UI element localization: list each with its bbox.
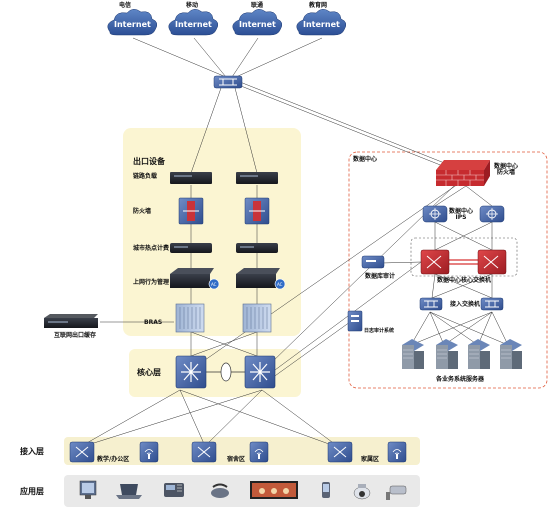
internet-cloud-edu <box>296 9 347 36</box>
isp-edu-label: 教育网 <box>309 2 328 9</box>
zone-teaching-label: 教学/办公区 <box>97 456 130 463</box>
access-switch-dorm-icon <box>191 441 217 463</box>
cloud-unicom-label: Internet <box>239 20 276 29</box>
dc-firewall-label: 数据中心 防火墙 <box>494 163 519 176</box>
top-switch-icon <box>213 75 243 89</box>
dc-servers-label: 各业务系统服务器 <box>436 376 485 383</box>
cloud-edu-label: Internet <box>303 20 340 29</box>
accounting-server-left-icon <box>170 243 212 253</box>
egress-title: 出口设备 <box>133 157 165 166</box>
desktop-pc-icon <box>79 480 97 499</box>
internet-cloud-mobile <box>168 9 219 36</box>
mobile-phone-icon <box>322 482 330 498</box>
dc-core-group <box>410 237 518 277</box>
dc-server-4-icon <box>500 339 522 369</box>
load-balancer-left-icon <box>170 172 212 184</box>
dc-ips-right-icon <box>479 205 505 223</box>
datacenter-zone <box>348 151 548 389</box>
core-link-bundle <box>220 362 232 382</box>
dc-server-3-icon <box>468 339 490 369</box>
isp-telecom-label: 电信 <box>119 2 132 9</box>
dc-server-2-icon <box>436 339 458 369</box>
wireless-ap-family-icon <box>387 441 407 463</box>
isp-mobile-label: 移动 <box>186 2 199 9</box>
cloud-telecom-label: Internet <box>114 20 151 29</box>
behavior-mgmt-label: 上网行为管理 <box>133 279 170 286</box>
internet-cloud-telecom <box>107 9 158 36</box>
dc-server-1-icon <box>402 339 424 369</box>
dc-core-switch-right-icon <box>477 249 507 275</box>
load-balancer-label: 链路负载 <box>133 173 158 180</box>
core-switch-right-icon <box>244 355 276 389</box>
wireless-ap-dorm-icon <box>249 441 269 463</box>
app-layer-title: 应用层 <box>20 487 44 496</box>
zone-dorm-label: 宿舍区 <box>227 456 246 463</box>
access-switch-teaching-icon <box>69 441 95 463</box>
access-switch-family-icon <box>327 441 353 463</box>
telephone-icon <box>211 483 229 498</box>
load-balancer-right-icon <box>236 172 278 184</box>
camera-dome-icon <box>353 484 371 500</box>
internet-cache-server-icon <box>44 314 98 328</box>
accounting-label: 城市热点计费 <box>133 245 170 252</box>
firewall-label: 防火墙 <box>133 208 152 215</box>
datacenter-title: 数据中心 <box>353 156 378 163</box>
db-audit-label: 数据库审计 <box>365 273 396 280</box>
dc-core-switch-left-icon <box>420 249 450 275</box>
laptop-icon <box>116 484 142 499</box>
zone-family-label: 家属区 <box>361 456 380 463</box>
svg-text:AC: AC <box>211 282 217 287</box>
log-audit-server-icon <box>347 310 363 332</box>
svg-text:AC: AC <box>277 282 283 287</box>
internet-cache-label: 互联网出口缓存 <box>54 332 97 339</box>
core-title: 核心层 <box>137 368 161 377</box>
dc-core-switch-label: 数据中心核心交换机 <box>437 277 492 284</box>
isp-unicom-label: 联通 <box>251 2 264 9</box>
firewall-left-icon <box>178 197 204 225</box>
access-layer-title: 接入层 <box>20 447 44 456</box>
log-audit-label: 日志审计系统 <box>364 328 395 334</box>
db-audit-device-icon <box>361 255 385 269</box>
ip-phone-icon <box>164 483 184 497</box>
bras-right-icon <box>242 303 272 333</box>
dc-ips-label: 数据中心 IPS <box>449 208 474 221</box>
dc-access-switch-right-icon <box>480 297 504 311</box>
wireless-ap-teaching-icon <box>139 441 159 463</box>
dc-ips-left-icon <box>422 205 448 223</box>
firewall-right-icon <box>244 197 270 225</box>
application-zone <box>64 475 420 507</box>
behavior-mgmt-left-icon: AC <box>170 268 220 290</box>
dc-firewall-icon <box>436 160 490 186</box>
dc-access-switch-left-icon <box>419 297 443 311</box>
core-switch-left-icon <box>175 355 207 389</box>
bras-label: BRAS <box>144 319 163 326</box>
surveillance-camera-icon <box>386 485 407 500</box>
behavior-mgmt-right-icon: AC <box>236 268 286 290</box>
bras-left-icon <box>175 303 205 333</box>
video-conference-icon <box>250 481 298 499</box>
accounting-server-right-icon <box>236 243 278 253</box>
internet-cloud-unicom <box>232 9 283 36</box>
cloud-mobile-label: Internet <box>175 20 212 29</box>
dc-access-switch-label: 接入交换机 <box>450 301 481 308</box>
